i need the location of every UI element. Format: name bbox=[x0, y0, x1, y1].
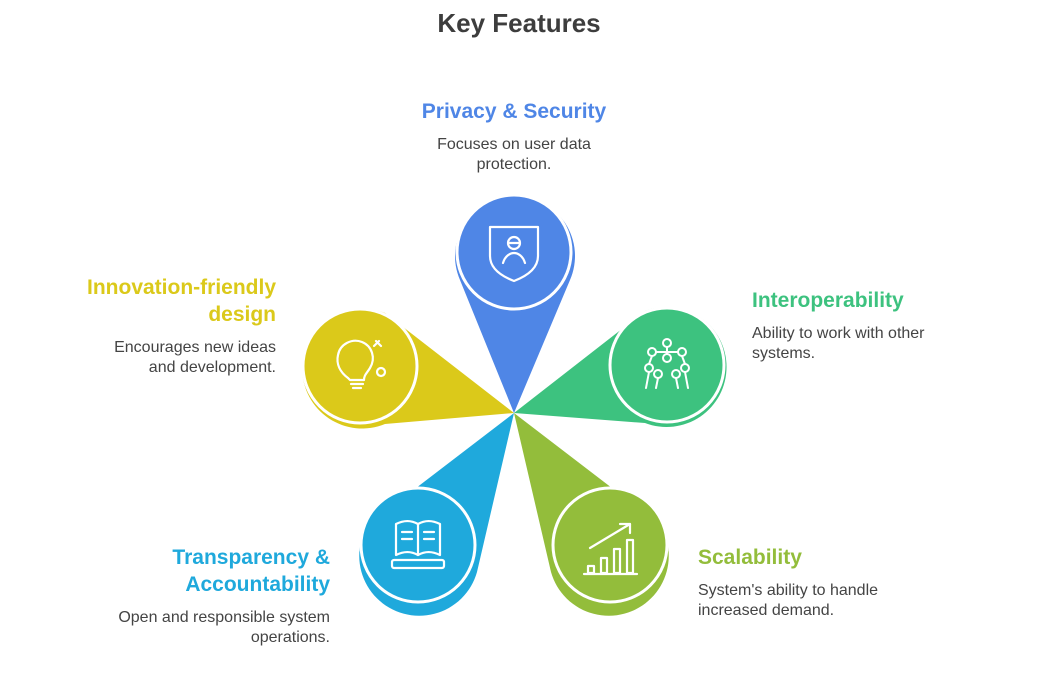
petal-scalability bbox=[514, 413, 669, 616]
petal-innovation bbox=[301, 307, 514, 429]
feature-interop-description: Ability to work with other systems. bbox=[752, 325, 925, 362]
feature-innovation-title: Innovation-friendly design bbox=[87, 276, 276, 326]
feature-transparency-block: Transparency & Accountability Open and r… bbox=[100, 544, 330, 648]
petal-transparency bbox=[359, 413, 514, 616]
lightbulb-icon bbox=[336, 339, 387, 390]
feature-scalability-title: Scalability bbox=[698, 546, 802, 569]
feature-transparency-title: Transparency & Accountability bbox=[172, 546, 330, 596]
feature-privacy-block: Privacy & Security Focuses on user data … bbox=[384, 98, 644, 175]
petal-privacy bbox=[455, 193, 575, 413]
growth-chart-icon bbox=[582, 522, 639, 576]
feature-innovation-block: Innovation-friendly design Encourages ne… bbox=[66, 274, 276, 378]
shield-user-icon bbox=[488, 225, 540, 283]
feature-interop-title: Interoperability bbox=[752, 289, 904, 312]
feature-privacy-title: Privacy & Security bbox=[421, 100, 607, 123]
feature-scalability-description: System's ability to handle increased dem… bbox=[698, 582, 879, 619]
feature-scalability-block: Scalability System's ability to handle i… bbox=[698, 544, 908, 621]
network-nodes-icon bbox=[644, 338, 690, 389]
feature-privacy-description: Focuses on user data protection. bbox=[437, 136, 591, 173]
open-book-icon bbox=[390, 519, 446, 570]
feature-innovation-description: Encourages new ideas and development. bbox=[114, 339, 276, 376]
diagram-title: Key Features bbox=[437, 8, 601, 38]
petal-interop bbox=[514, 306, 727, 427]
feature-transparency-description: Open and responsible system operations. bbox=[118, 609, 330, 646]
feature-interop-block: Interoperability Ability to work with ot… bbox=[752, 287, 962, 364]
